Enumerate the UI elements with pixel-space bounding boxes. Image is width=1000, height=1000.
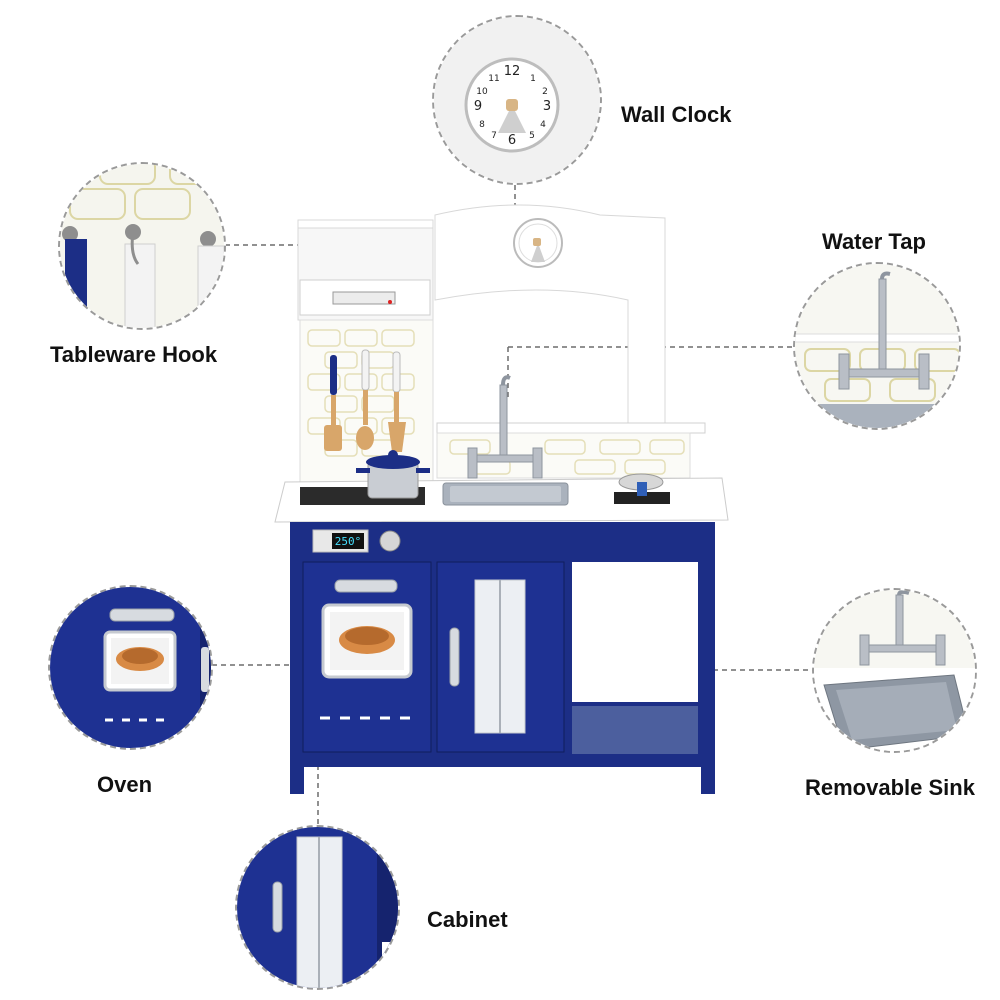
left-leg — [290, 762, 304, 794]
svg-text:2: 2 — [542, 87, 548, 97]
label-wall-clock: Wall Clock — [621, 102, 732, 127]
faucet — [467, 375, 543, 479]
tap-zoom-faucet — [838, 271, 930, 390]
hood-control-strip — [332, 291, 396, 305]
oven-display-text: 250° — [335, 535, 362, 548]
svg-text:3: 3 — [543, 99, 551, 114]
cabinet-zoom — [235, 825, 400, 990]
pot — [356, 450, 430, 499]
shelf — [436, 422, 706, 434]
oven-knob — [379, 530, 401, 552]
hanging-utensils — [324, 349, 406, 452]
hooks — [62, 224, 216, 247]
label-tableware-hook: Tableware Hook — [50, 342, 218, 367]
small-pan — [614, 473, 670, 504]
svg-text:1: 1 — [530, 74, 536, 84]
label-cabinet: Cabinet — [427, 907, 508, 932]
clock-hands — [498, 105, 526, 133]
open-shelf-space — [572, 562, 698, 702]
right-leg — [701, 762, 715, 794]
svg-text:10: 10 — [476, 87, 488, 97]
svg-text:7: 7 — [491, 131, 497, 141]
label-oven: Oven — [97, 772, 153, 797]
oven-handle — [334, 579, 398, 593]
label-water-tap: Water Tap — [822, 229, 926, 254]
svg-text:5: 5 — [529, 131, 535, 141]
label-removable-sink: Removable Sink — [805, 775, 975, 800]
svg-text:12: 12 — [504, 64, 521, 79]
svg-text:11: 11 — [488, 74, 499, 84]
svg-text:9: 9 — [474, 99, 482, 114]
arch-clock — [513, 218, 563, 268]
sink-zoom-faucet — [859, 590, 946, 666]
svg-text:6: 6 — [508, 133, 516, 148]
svg-text:8: 8 — [479, 120, 485, 130]
bottom-shelf — [572, 706, 698, 754]
tableware-hook-zoom — [58, 162, 226, 330]
water-tap-zoom — [793, 262, 961, 430]
oven-zoom — [48, 585, 213, 750]
wall-clock-zoom: 12 1 2 3 4 5 6 7 8 9 10 11 — [432, 15, 602, 185]
removable-sink-zoom — [812, 588, 977, 753]
svg-text:4: 4 — [540, 120, 546, 130]
cabinet-handle — [449, 627, 460, 687]
